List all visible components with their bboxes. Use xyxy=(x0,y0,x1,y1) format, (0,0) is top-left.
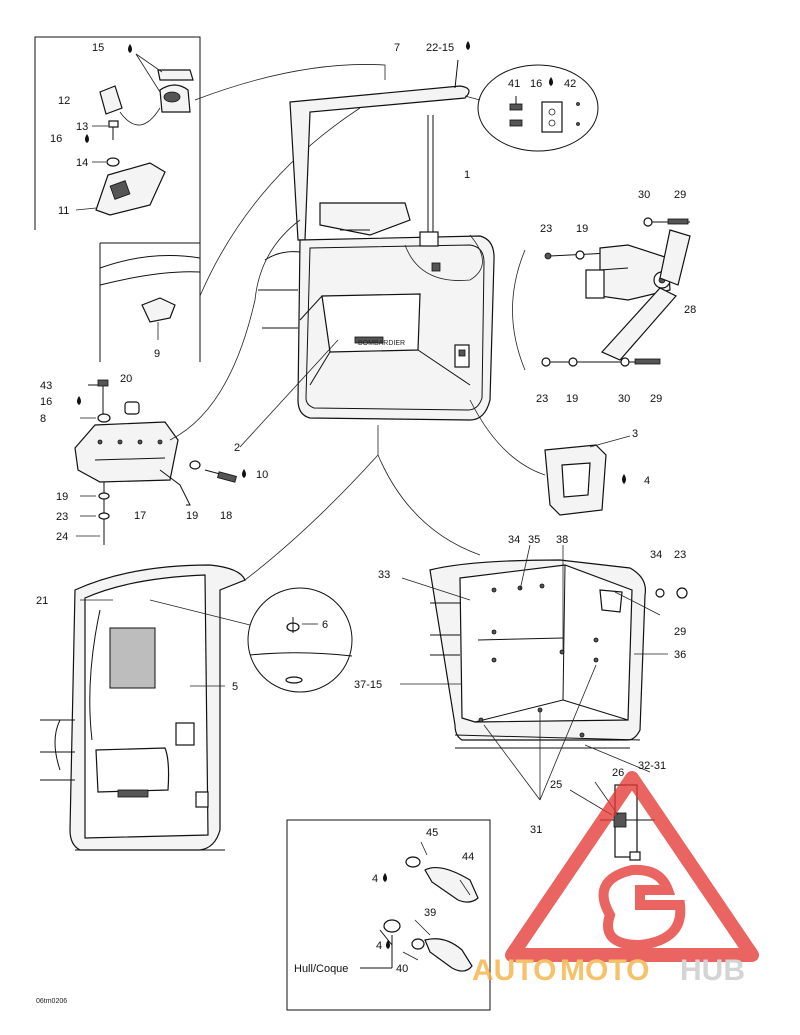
callout-42: 42 xyxy=(564,78,576,90)
left-storage-compartment xyxy=(40,564,246,851)
callout-31: 31 xyxy=(530,824,542,836)
callout-32-31: 32-31 xyxy=(638,760,666,772)
callout-23c: 23 xyxy=(56,511,68,523)
callout-9: 9 xyxy=(154,348,160,360)
drop-icon xyxy=(383,873,387,882)
callout-11: 11 xyxy=(58,205,69,217)
leader-right xyxy=(377,454,481,556)
callout-17: 17 xyxy=(134,510,146,522)
callout-4b: 4 xyxy=(372,873,378,885)
drain-plug-inset xyxy=(286,819,491,1011)
callout-7: 7 xyxy=(394,42,400,54)
detail-circle-screw xyxy=(149,587,353,693)
callout-23a: 23 xyxy=(540,223,552,235)
callout-25: 25 xyxy=(550,779,562,791)
callout-10: 10 xyxy=(256,469,268,481)
callout-22-15: 22-15 xyxy=(426,42,454,54)
drop-icon xyxy=(242,469,246,478)
drawing-code: 06tm0206 xyxy=(36,998,67,1005)
callout-12: 12 xyxy=(58,95,70,107)
drop-icon xyxy=(549,77,553,86)
callout-23b: 23 xyxy=(536,393,548,405)
callout-45: 45 xyxy=(426,827,438,839)
hull-label: Hull/Coque xyxy=(294,963,348,975)
callout-18: 18 xyxy=(220,510,232,522)
callout-36: 36 xyxy=(674,649,686,661)
callout-labels: 15 12 13 16 14 11 9 7 22-15 41 16 42 1 3… xyxy=(36,42,696,1005)
callout-29c: 29 xyxy=(674,626,686,638)
leader-left xyxy=(244,454,379,581)
watermark-logo: AUTO MOTO HUB xyxy=(472,771,759,987)
callout-29a: 29 xyxy=(674,189,686,201)
drop-icon xyxy=(466,41,470,50)
callout-20: 20 xyxy=(120,373,132,385)
callout-37-15: 37-15 xyxy=(354,679,382,691)
callout-16a: 16 xyxy=(50,133,62,145)
callout-5: 5 xyxy=(232,681,238,693)
callout-2: 2 xyxy=(234,442,240,454)
callout-44: 44 xyxy=(462,851,474,863)
compartment-decal: BOMBARDIER xyxy=(358,340,405,347)
leader-curve-1 xyxy=(194,64,386,101)
callout-28: 28 xyxy=(684,304,696,316)
drop-icon xyxy=(85,134,89,143)
callout-34b: 34 xyxy=(650,549,662,561)
main-storage-compartment xyxy=(258,115,495,421)
callout-1: 1 xyxy=(464,169,470,181)
hood-cover xyxy=(289,59,599,241)
callout-35: 35 xyxy=(528,534,540,546)
bracket-assembly xyxy=(469,217,691,476)
callout-16b: 16 xyxy=(530,78,542,90)
callout-33: 33 xyxy=(378,569,390,581)
callout-30b: 30 xyxy=(618,393,630,405)
drop-icon xyxy=(128,44,132,53)
callout-19a: 19 xyxy=(576,223,588,235)
watermark-text-moto: MOTO xyxy=(560,954,649,987)
drop-icon xyxy=(386,940,390,949)
callout-41: 41 xyxy=(508,78,520,90)
drop-icon xyxy=(622,474,626,484)
watermark-triangle xyxy=(505,771,759,962)
sealant-icons xyxy=(77,41,626,949)
callout-15: 15 xyxy=(92,42,104,54)
callout-6: 6 xyxy=(322,619,328,631)
callout-30a: 30 xyxy=(638,189,650,201)
callout-39: 39 xyxy=(424,907,436,919)
callout-38: 38 xyxy=(556,534,568,546)
leader-2 xyxy=(239,339,339,448)
callout-4a: 4 xyxy=(644,475,650,487)
callout-19c: 19 xyxy=(56,491,68,503)
callout-3: 3 xyxy=(632,428,638,440)
callout-19b: 19 xyxy=(566,393,578,405)
callout-23d: 23 xyxy=(674,549,686,561)
callout-14: 14 xyxy=(76,157,88,169)
right-storage-bin xyxy=(400,544,688,801)
callout-26: 26 xyxy=(612,767,624,779)
callout-16c: 16 xyxy=(40,396,52,408)
callout-13: 13 xyxy=(76,121,88,133)
callout-19d: 19 xyxy=(186,510,198,522)
callout-8: 8 xyxy=(40,413,46,425)
holder-bracket xyxy=(544,435,631,516)
callout-40: 40 xyxy=(396,963,408,975)
leader-curve-2 xyxy=(199,107,361,297)
callout-29b: 29 xyxy=(650,393,662,405)
callout-43: 43 xyxy=(40,380,52,392)
callout-34a: 34 xyxy=(508,534,520,546)
drop-icon xyxy=(77,396,81,405)
callout-24: 24 xyxy=(56,531,68,543)
callout-4c: 4 xyxy=(376,940,382,952)
mount-bracket-assembly xyxy=(74,219,301,545)
watermark-text-hub: HUB xyxy=(680,954,745,987)
inset-latch-assembly xyxy=(34,36,201,362)
watermark-inner-g xyxy=(598,864,686,951)
callout-21: 21 xyxy=(36,595,48,607)
watermark-text-auto: AUTO xyxy=(472,954,556,987)
